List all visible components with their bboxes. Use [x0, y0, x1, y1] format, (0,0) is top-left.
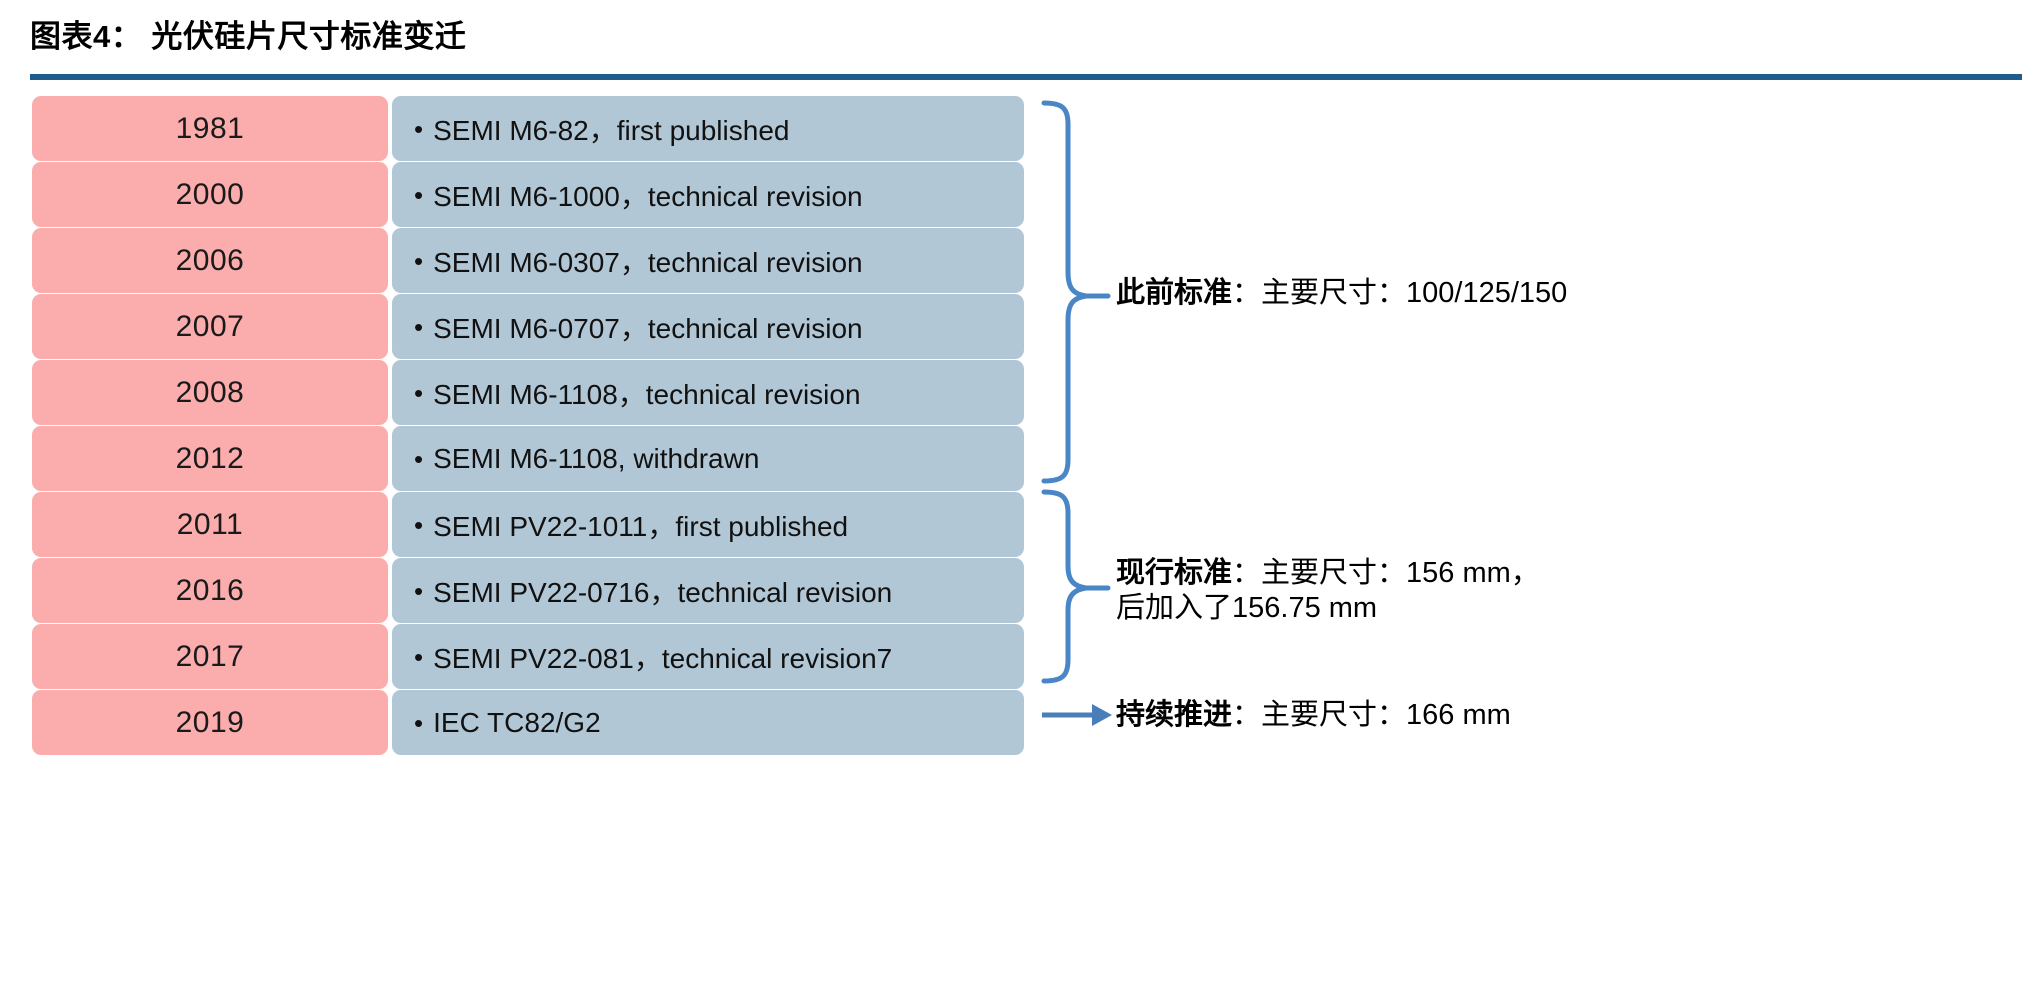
- timeline-desc-box: • SEMI M6-0707，technical revision: [392, 294, 1024, 359]
- timeline-row: 2019 • IEC TC82/G2: [32, 690, 1024, 755]
- timeline-desc-box: • SEMI M6-1108，technical revision: [392, 360, 1024, 425]
- bullet-icon: •: [414, 113, 424, 144]
- timeline-row: 2006 • SEMI M6-0307，technical revision: [32, 228, 1024, 293]
- bullet-icon: •: [414, 641, 424, 672]
- timeline-desc-text: SEMI PV22-0716，technical revision: [433, 576, 893, 608]
- annotation-previous-standard: 此前标准：主要尺寸：100/125/150: [1116, 276, 1567, 311]
- bullet-icon: •: [414, 245, 424, 276]
- page-title: 图表4： 光伏硅片尺寸标准变迁: [30, 19, 467, 54]
- brace-current-icon: [1041, 489, 1111, 684]
- timeline-year-box: 2016: [32, 558, 388, 623]
- bullet-icon: •: [414, 311, 424, 342]
- timeline-row: 2000 • SEMI M6-1000，technical revision: [32, 162, 1024, 227]
- timeline-row: 1981 • SEMI M6-82，first published: [32, 96, 1024, 161]
- timeline-desc-box: • SEMI PV22-081，technical revision7: [392, 624, 1024, 689]
- timeline-desc-text: SEMI M6-1108, withdrawn: [433, 442, 760, 474]
- brace-previous-icon: [1041, 100, 1111, 484]
- annotation-ongoing-lead: 持续推进: [1116, 699, 1233, 731]
- timeline-year-box: 2019: [32, 690, 388, 755]
- timeline-desc-box: • SEMI M6-82，first published: [392, 96, 1024, 161]
- annotation-previous-body: ：主要尺寸：100/125/150: [1232, 277, 1568, 309]
- annotation-current-standard: 现行标准：主要尺寸：156 mm， 后加入了156.75 mm: [1116, 556, 1540, 627]
- timeline-list: 1981 • SEMI M6-82，first published 2000 • SEMI…: [32, 96, 1024, 756]
- timeline-desc-text: SEMI M6-1000，technical revision: [433, 180, 863, 212]
- timeline-year-box: 2007: [32, 294, 388, 359]
- bullet-icon: •: [414, 509, 424, 540]
- timeline-row: 2012 • SEMI M6-1108, withdrawn: [32, 426, 1024, 491]
- figure-header: 图表4： 光伏硅片尺寸标准变迁: [30, 14, 2022, 80]
- timeline-desc-text: SEMI M6-82，first published: [433, 114, 790, 146]
- timeline-desc-box: • SEMI M6-1108, withdrawn: [392, 426, 1024, 491]
- timeline-desc-box: • SEMI M6-1000，technical revision: [392, 162, 1024, 227]
- timeline-year-box: 2017: [32, 624, 388, 689]
- timeline-row: 2007 • SEMI M6-0707，technical revision: [32, 294, 1024, 359]
- annotation-ongoing-standard: 持续推进：主要尺寸：166 mm: [1116, 698, 1511, 733]
- timeline-row: 2008 • SEMI M6-1108，technical revision: [32, 360, 1024, 425]
- bullet-icon: •: [414, 179, 424, 210]
- timeline-year-box: 2011: [32, 492, 388, 557]
- timeline-year-box: 1981: [32, 96, 388, 161]
- timeline-desc-text: SEMI PV22-081，technical revision7: [433, 642, 893, 674]
- timeline-row: 2011 • SEMI PV22-1011，first published: [32, 492, 1024, 557]
- annotation-current-lead: 现行标准: [1116, 557, 1233, 589]
- annotation-current-body: ：主要尺寸：156 mm，: [1232, 557, 1540, 589]
- timeline-desc-text: SEMI PV22-1011，first published: [433, 510, 849, 542]
- timeline-year-box: 2000: [32, 162, 388, 227]
- timeline-desc-text: IEC TC82/G2: [433, 706, 601, 738]
- timeline-desc-box: • SEMI M6-0307，technical revision: [392, 228, 1024, 293]
- annotation-current-body-line2: 后加入了156.75 mm: [1116, 592, 1378, 625]
- timeline-desc-box: • SEMI PV22-0716，technical revision: [392, 558, 1024, 623]
- timeline-year-box: 2008: [32, 360, 388, 425]
- timeline-desc-box: • SEMI PV22-1011，first published: [392, 492, 1024, 557]
- bullet-icon: •: [414, 707, 424, 738]
- header-divider: [30, 74, 2022, 80]
- timeline-desc-text: SEMI M6-1108，technical revision: [433, 378, 861, 410]
- bullet-icon: •: [414, 377, 424, 408]
- timeline-year-box: 2012: [32, 426, 388, 491]
- timeline-desc-text: SEMI M6-0707，technical revision: [433, 312, 863, 344]
- timeline-row: 2017 • SEMI PV22-081，technical revision7: [32, 624, 1024, 689]
- timeline-row: 2016 • SEMI PV22-0716，technical revision: [32, 558, 1024, 623]
- timeline-desc-text: SEMI M6-0307，technical revision: [433, 246, 863, 278]
- timeline-desc-box: • IEC TC82/G2: [392, 690, 1024, 755]
- annotation-previous-lead: 此前标准: [1116, 277, 1233, 309]
- bullet-icon: •: [414, 575, 424, 606]
- timeline-year-box: 2006: [32, 228, 388, 293]
- arrow-ongoing-icon: [1042, 704, 1112, 726]
- bullet-icon: •: [414, 443, 424, 474]
- annotation-ongoing-body: ：主要尺寸：166 mm: [1232, 699, 1511, 731]
